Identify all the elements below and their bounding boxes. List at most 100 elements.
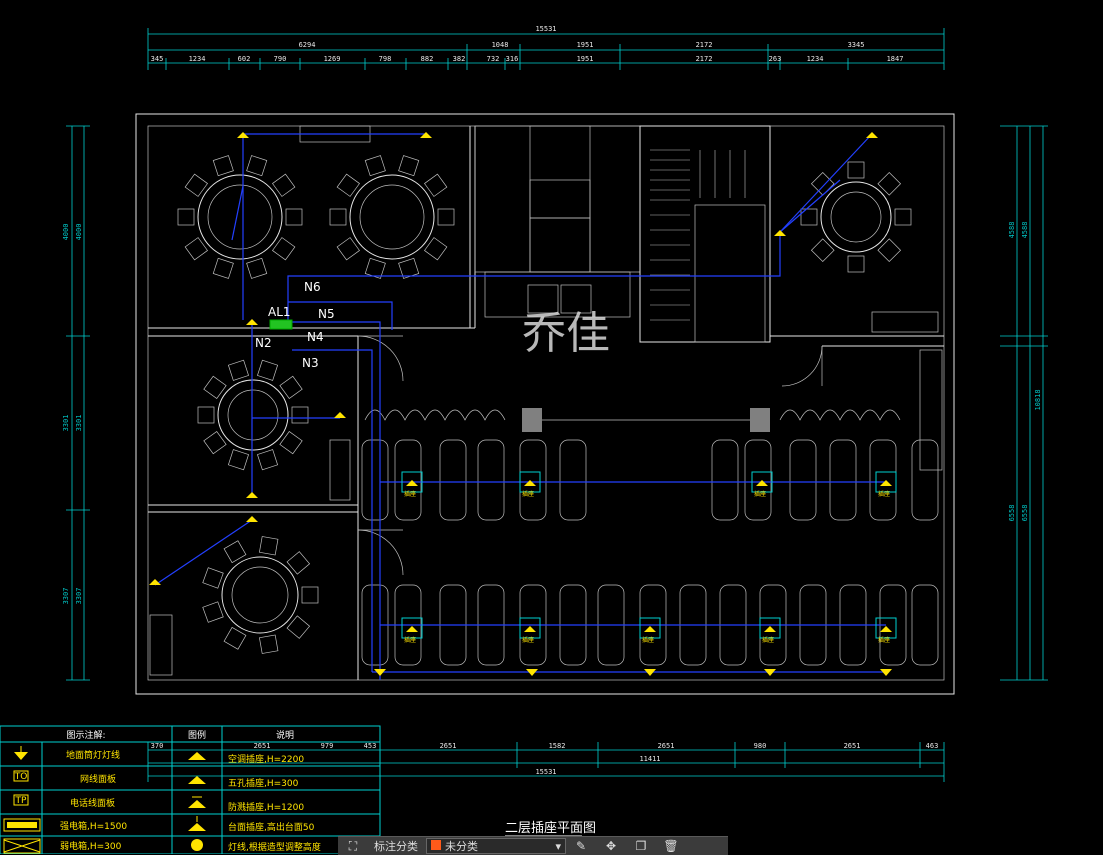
socket-icon — [764, 626, 776, 632]
move-icon[interactable]: ✥ — [605, 839, 617, 853]
bottom-dimensions: 370 2651 979 453 2651 1582 2651 980 2651… — [147, 742, 945, 782]
chair — [279, 430, 303, 455]
dim-bottom-r3-5: 1582 — [549, 742, 566, 750]
socket-label: 插座 — [878, 490, 890, 498]
chair — [259, 634, 279, 654]
floor-socket-box — [759, 617, 781, 639]
dim-top-r3-6: 882 — [421, 55, 434, 63]
round-table — [221, 556, 299, 634]
legend-right-3: 台面插座,高出台面50 — [228, 821, 315, 833]
legend-left-1: 网线面板 — [80, 773, 116, 785]
dim-bottom-overall: 15531 — [535, 768, 556, 776]
label-n3: N3 — [302, 356, 319, 370]
floor-socket-box — [401, 617, 423, 639]
chair — [286, 551, 311, 575]
chair — [877, 171, 902, 196]
socket-label: 插座 — [522, 636, 534, 644]
chair — [847, 255, 865, 273]
sofa-seat — [711, 439, 739, 521]
chair — [223, 626, 247, 650]
legend-right-4: 灯线,根据造型调整高度 — [228, 841, 321, 853]
chair — [257, 449, 279, 471]
dim-top-r3-1: 1234 — [189, 55, 206, 63]
splashproof-socket-icon — [188, 800, 206, 808]
chair — [203, 375, 227, 400]
edit-icon[interactable]: ✎ — [575, 839, 587, 853]
downlight-icon — [374, 669, 386, 676]
dim-top-r3-14: 1847 — [887, 55, 904, 63]
dim-top-r2-4: 3345 — [848, 41, 865, 49]
legend-header-1: 图示注解: — [66, 729, 105, 741]
socket-icon — [866, 132, 878, 138]
category-color-swatch — [431, 840, 441, 850]
chair — [184, 237, 208, 261]
sofa-seat — [361, 439, 389, 521]
dim-left-4: 3307 — [62, 588, 70, 605]
floor-socket-box — [401, 471, 423, 493]
socket-icon — [246, 319, 258, 325]
legend-right-0: 空调插座,H=2200 — [228, 753, 304, 765]
dim-top-r3-7: 382 — [453, 55, 466, 63]
socket-symbols: 插座插座插座插座插座插座插座插座插座 — [149, 132, 897, 676]
chair — [202, 601, 224, 623]
column — [750, 408, 770, 432]
legend-left-2: 电话线面板 — [70, 797, 115, 809]
legend-left-4: 弱电箱,H=300 — [60, 840, 122, 852]
socket-icon — [880, 480, 892, 486]
chair — [184, 173, 208, 197]
delete-icon[interactable]: 🗑 — [663, 839, 679, 853]
dim-bottom-r3-9: 463 — [926, 742, 939, 750]
dim-bottom-r3-3: 453 — [364, 742, 377, 750]
sofa-seat — [789, 439, 817, 521]
chair — [424, 173, 448, 197]
chair — [894, 208, 912, 226]
legend-left-0: 地面筒灯灯线 — [66, 749, 120, 761]
dim-bottom-r3-4: 2651 — [440, 742, 457, 750]
sofa-seat — [477, 439, 505, 521]
socket-label: 插座 — [522, 490, 534, 498]
dim-bottom-r3-0: 370 — [151, 742, 164, 750]
dim-top-r3-13: 1234 — [807, 55, 824, 63]
socket-icon — [644, 626, 656, 632]
dim-bottom-r3-8: 2651 — [844, 742, 861, 750]
chair — [800, 208, 818, 226]
dim-top-r3-5: 798 — [379, 55, 392, 63]
drawing-title: 二层插座平面图 — [505, 821, 596, 836]
legend-tag-tp: TP — [15, 796, 27, 806]
label-n4: N4 — [307, 330, 324, 344]
label-n6: N6 — [304, 280, 321, 294]
chair — [285, 208, 303, 226]
dim-bottom-r3-7: 980 — [754, 742, 767, 750]
dim-bottom-r3-1: 2651 — [254, 742, 271, 750]
chair — [810, 171, 835, 196]
annotation-toolbar: ⛶ 标注分类 未分类 ▾ ✎ ✥ ❐ 🗑 — [338, 836, 728, 855]
chair — [877, 238, 902, 263]
downlight-icon — [14, 752, 28, 760]
dim-top-r3-10: 1951 — [577, 55, 594, 63]
chair — [810, 238, 835, 263]
sofa-seat — [911, 439, 939, 521]
chair — [272, 173, 296, 197]
socket-icon — [756, 480, 768, 486]
round-table — [197, 174, 283, 260]
five-hole-socket-icon — [188, 776, 206, 784]
sofa-seat — [911, 584, 939, 666]
sofa-seat — [394, 439, 422, 521]
copy-icon[interactable]: ❐ — [635, 839, 647, 853]
electrical-panel-al1[interactable] — [269, 319, 293, 330]
dim-bottom-r2: 11411 — [639, 755, 660, 763]
right-dimensions: 4588 4588 10818 6558 6558 — [1000, 125, 1048, 681]
chair — [212, 155, 234, 177]
dim-left-1: 4000 — [75, 224, 83, 241]
weak-box-icon — [3, 839, 41, 853]
legend-header-3: 说明 — [276, 729, 294, 741]
category-select[interactable]: 未分类 ▾ — [426, 838, 566, 854]
dim-left-3: 3301 — [75, 415, 83, 432]
dim-bottom-r3-2: 979 — [321, 742, 334, 750]
socket-icon — [406, 480, 418, 486]
sofa-seat — [829, 439, 857, 521]
layers-icon[interactable]: ⛶ — [348, 839, 358, 853]
chair — [424, 237, 448, 261]
dim-right-2: 10818 — [1034, 389, 1042, 410]
chair — [279, 375, 303, 400]
